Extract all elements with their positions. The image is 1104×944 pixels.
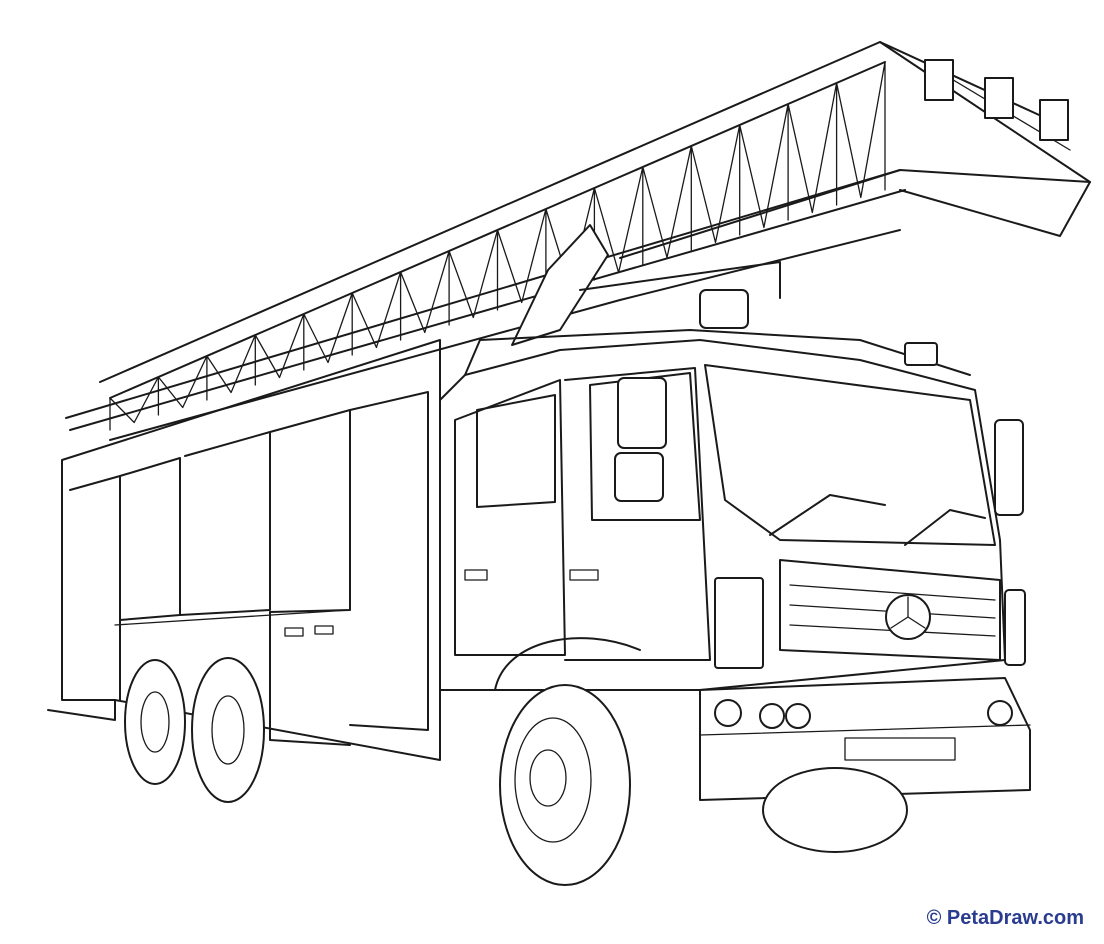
front-wheel: [500, 685, 907, 885]
headlight-right-icon: [988, 701, 1012, 725]
front-bumper: [700, 678, 1030, 800]
credit-watermark: © PetaDraw.com: [926, 907, 1084, 929]
rear-wheels: [125, 658, 264, 802]
aerial-ladder: [66, 42, 1090, 440]
truck-cab: [440, 330, 1025, 690]
headlight-left-icon: [715, 700, 741, 726]
truck-body: [48, 340, 440, 802]
